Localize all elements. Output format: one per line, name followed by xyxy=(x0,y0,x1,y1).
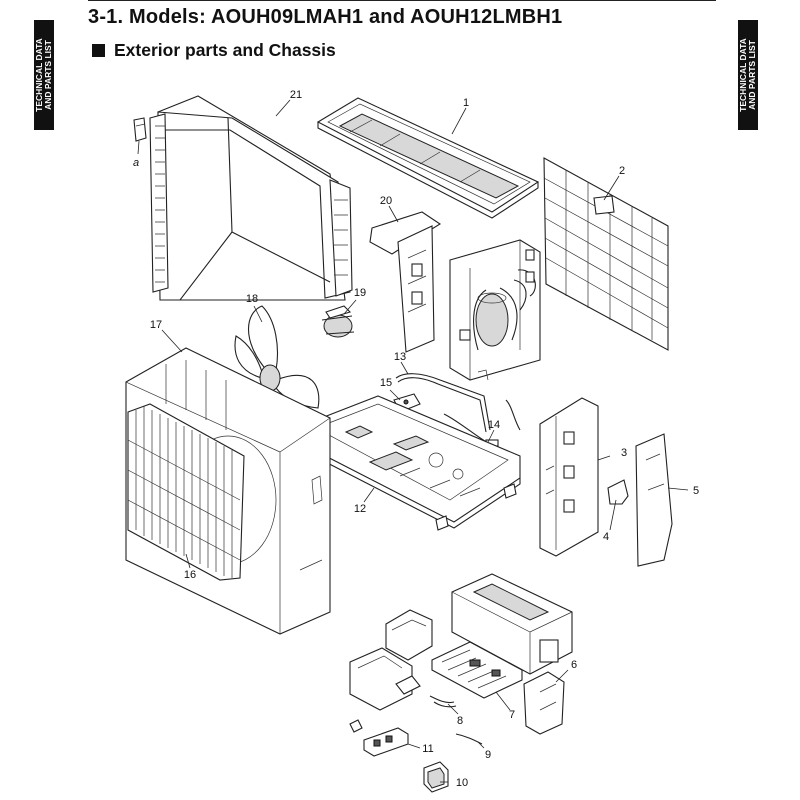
electrical-box-assembly xyxy=(451,573,573,675)
part-21-heat-exchanger xyxy=(149,95,353,301)
callout-a: a xyxy=(133,157,139,169)
callout-21: 21 xyxy=(290,89,302,101)
callout-9: 9 xyxy=(485,749,491,761)
callout-6: 6 xyxy=(571,659,577,671)
control-box-tray-lower xyxy=(349,647,421,711)
callout-19: 19 xyxy=(354,287,366,299)
callout-labels: 1 2 3 4 5 6 7 8 9 10 11 12 13 14 15 16 1… xyxy=(133,89,699,789)
callout-1: 1 xyxy=(463,97,469,109)
part-8-wire xyxy=(429,695,457,708)
leader-lines xyxy=(161,99,689,783)
callout-14: 14 xyxy=(488,419,500,431)
part-2-guard-grille xyxy=(543,157,669,351)
part-19-fan-motor xyxy=(321,305,355,338)
callout-17: 17 xyxy=(150,319,162,331)
part-13-tube xyxy=(395,369,491,433)
part-1-top-panel xyxy=(316,97,540,219)
part-a-bracket xyxy=(133,117,147,155)
callout-13: 13 xyxy=(394,351,406,363)
callout-10: 10 xyxy=(456,777,468,789)
title-rule xyxy=(88,0,716,1)
callout-5: 5 xyxy=(693,485,699,497)
part-3-side-panel xyxy=(539,397,599,557)
callout-12: 12 xyxy=(354,503,366,515)
part-10-reactor xyxy=(423,761,449,793)
part-5-side-cover xyxy=(635,433,673,567)
callout-4: 4 xyxy=(603,531,609,543)
callout-16: 16 xyxy=(184,569,196,581)
small-connector xyxy=(349,719,363,733)
section-title: Exterior parts and Chassis xyxy=(92,40,336,61)
part-16-grille xyxy=(127,403,245,581)
callout-7: 7 xyxy=(509,709,515,721)
part-20-bracket xyxy=(369,211,442,353)
page-title: 3-1. Models: AOUH09LMAH1 and AOUH12LMBH1 xyxy=(88,6,563,28)
section-title-text: Exterior parts and Chassis xyxy=(114,40,336,60)
bullet-square-icon xyxy=(92,44,105,57)
callout-2: 2 xyxy=(619,165,625,177)
part-9-wire xyxy=(455,733,483,745)
callout-3: 3 xyxy=(621,447,627,459)
callout-8: 8 xyxy=(457,715,463,727)
callout-18: 18 xyxy=(246,293,258,305)
callout-15: 15 xyxy=(380,377,392,389)
part-11-terminal xyxy=(363,727,409,757)
callout-11: 11 xyxy=(422,743,433,755)
control-box-tray-upper xyxy=(385,609,433,661)
callout-20: 20 xyxy=(380,195,392,207)
part-6-bracket xyxy=(523,671,565,735)
part-7-pcb xyxy=(431,641,523,699)
part-4-cover xyxy=(607,479,629,505)
compressor-assembly xyxy=(449,239,541,381)
